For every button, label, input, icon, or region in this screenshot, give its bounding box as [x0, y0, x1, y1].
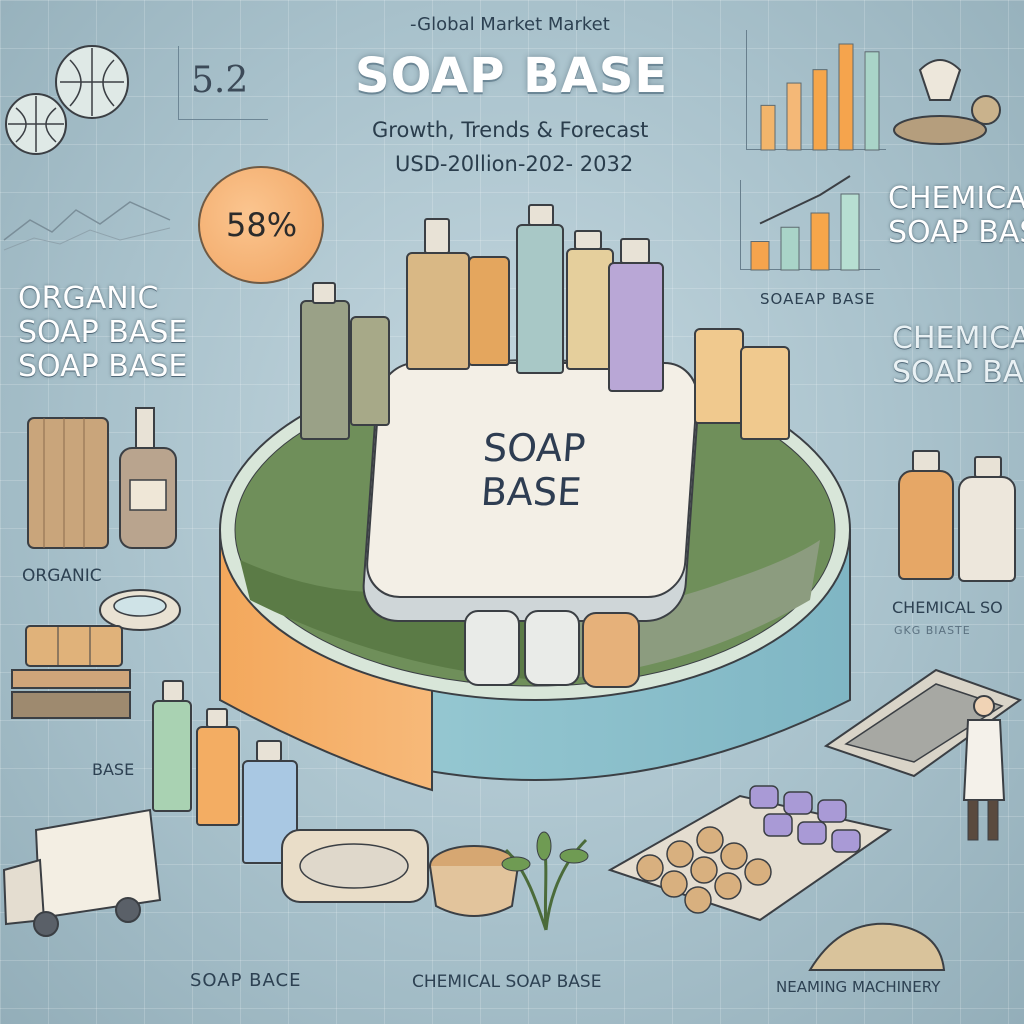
stat-value: 5.2 [191, 60, 249, 101]
center-soap-block: SOAP BASE [363, 362, 701, 598]
bar-mark [786, 82, 802, 151]
chemical-mid-label: CHEMICAL SOAP BAS [892, 322, 1024, 390]
stacked-soap-bars [11, 625, 131, 719]
front-jar [582, 612, 640, 688]
front-jar [464, 610, 520, 686]
percent-value: 58% [226, 206, 298, 244]
chemical-top-label: CHEMICAL SOAP BAS [888, 182, 1024, 250]
globe-icons [5, 45, 129, 155]
growth-bar-chart-svg [750, 175, 860, 271]
bottom-soap-tray [281, 829, 429, 903]
bar-mark [760, 104, 776, 151]
organic-products [27, 407, 177, 549]
worker-figure [962, 695, 1006, 841]
bottle-green [152, 700, 192, 812]
platform-bottle [694, 328, 744, 424]
market-bar-chart-svg [760, 43, 880, 151]
header-kicker: -Global Market Market [410, 14, 610, 35]
bottle-cap [162, 680, 184, 702]
bar-mark [810, 212, 830, 271]
pump-bottle [406, 252, 470, 370]
bottle-cap [528, 204, 554, 226]
chemical-top-line-2: SOAP BAS [888, 215, 1024, 250]
center-soap-line-2: BASE [479, 470, 583, 514]
market-bar-chart [746, 30, 886, 151]
bar-mark [838, 43, 854, 151]
platform-bottle [740, 346, 790, 440]
base-small-label: BASE [92, 760, 135, 779]
bar-mark [864, 51, 880, 151]
platform-bottle [350, 316, 390, 426]
front-jar [524, 610, 580, 686]
stat-panel: 5.2 [178, 46, 268, 120]
pump-head [424, 218, 450, 254]
page-title: SOAP BASE [355, 48, 669, 104]
bottle-cap [206, 708, 228, 728]
trend-sketch [3, 201, 171, 251]
chemical-mid-line-2: SOAP BAS [892, 355, 1024, 390]
chemical-top-line-1: CHEMICAL [888, 181, 1024, 216]
bottle-cap [574, 230, 602, 250]
platform-bottle [608, 262, 664, 392]
bottle-cap [312, 282, 336, 304]
delivery-truck-icon [2, 808, 162, 937]
chemical-bottle [898, 470, 954, 580]
bottle-cap [912, 450, 940, 472]
chemical-side-label: CHEMICAL SO [892, 598, 1003, 617]
chemical-bottle [958, 476, 1016, 582]
platform-bottle [300, 300, 350, 440]
organic-line-1: ORGANIC [18, 281, 159, 316]
bar-mark [840, 193, 860, 271]
bottom-right-label: NEAMING MACHINERY [776, 978, 941, 996]
organic-line-3: SOAP BASE [18, 349, 188, 384]
machinery-sketch [893, 59, 1001, 145]
organic-small-label: ORGANIC [22, 566, 102, 586]
chemical-side-label-2: GKG BIASTE [894, 624, 971, 637]
center-soap-line-1: SOAP [481, 426, 587, 470]
platform-bottle [566, 248, 614, 370]
soap-base-mid-label: SOAЕAP BASE [760, 290, 876, 308]
growth-bar-chart [740, 175, 880, 271]
chemical-mid-line-1: CHEMICAL [892, 321, 1024, 356]
raw-material-pile [808, 922, 946, 971]
bar-mark [780, 226, 800, 271]
soap-trays [607, 785, 893, 922]
bar-mark [812, 69, 828, 151]
soap-dish [99, 589, 181, 631]
ingredient-bowl [429, 845, 519, 917]
bottom-left-label: SOAP BACE [190, 970, 302, 991]
bottom-center-label: CHEMICAL SOAP BASE [412, 972, 602, 992]
bar-mark [750, 241, 770, 271]
bottle-cap [974, 456, 1002, 478]
organic-line-2: SOAP BASE [18, 315, 188, 350]
platform-bottle [516, 224, 564, 374]
trend-line [759, 175, 851, 225]
page-subtitle: Growth, Trends & Forecast [372, 118, 649, 142]
bottle-cap [256, 740, 282, 762]
machinery-tray [823, 668, 1023, 778]
forecast-range: USD-20llion-202- 2032 [395, 152, 634, 176]
bottle-cap [620, 238, 650, 264]
center-soap-label: SOAP BASE [370, 426, 696, 514]
plant-icon [501, 831, 589, 931]
organic-label: ORGANIC SOAP BASE SOAP BASE [18, 282, 187, 384]
platform-bottle [468, 256, 510, 366]
percent-badge: 58% [198, 166, 324, 284]
